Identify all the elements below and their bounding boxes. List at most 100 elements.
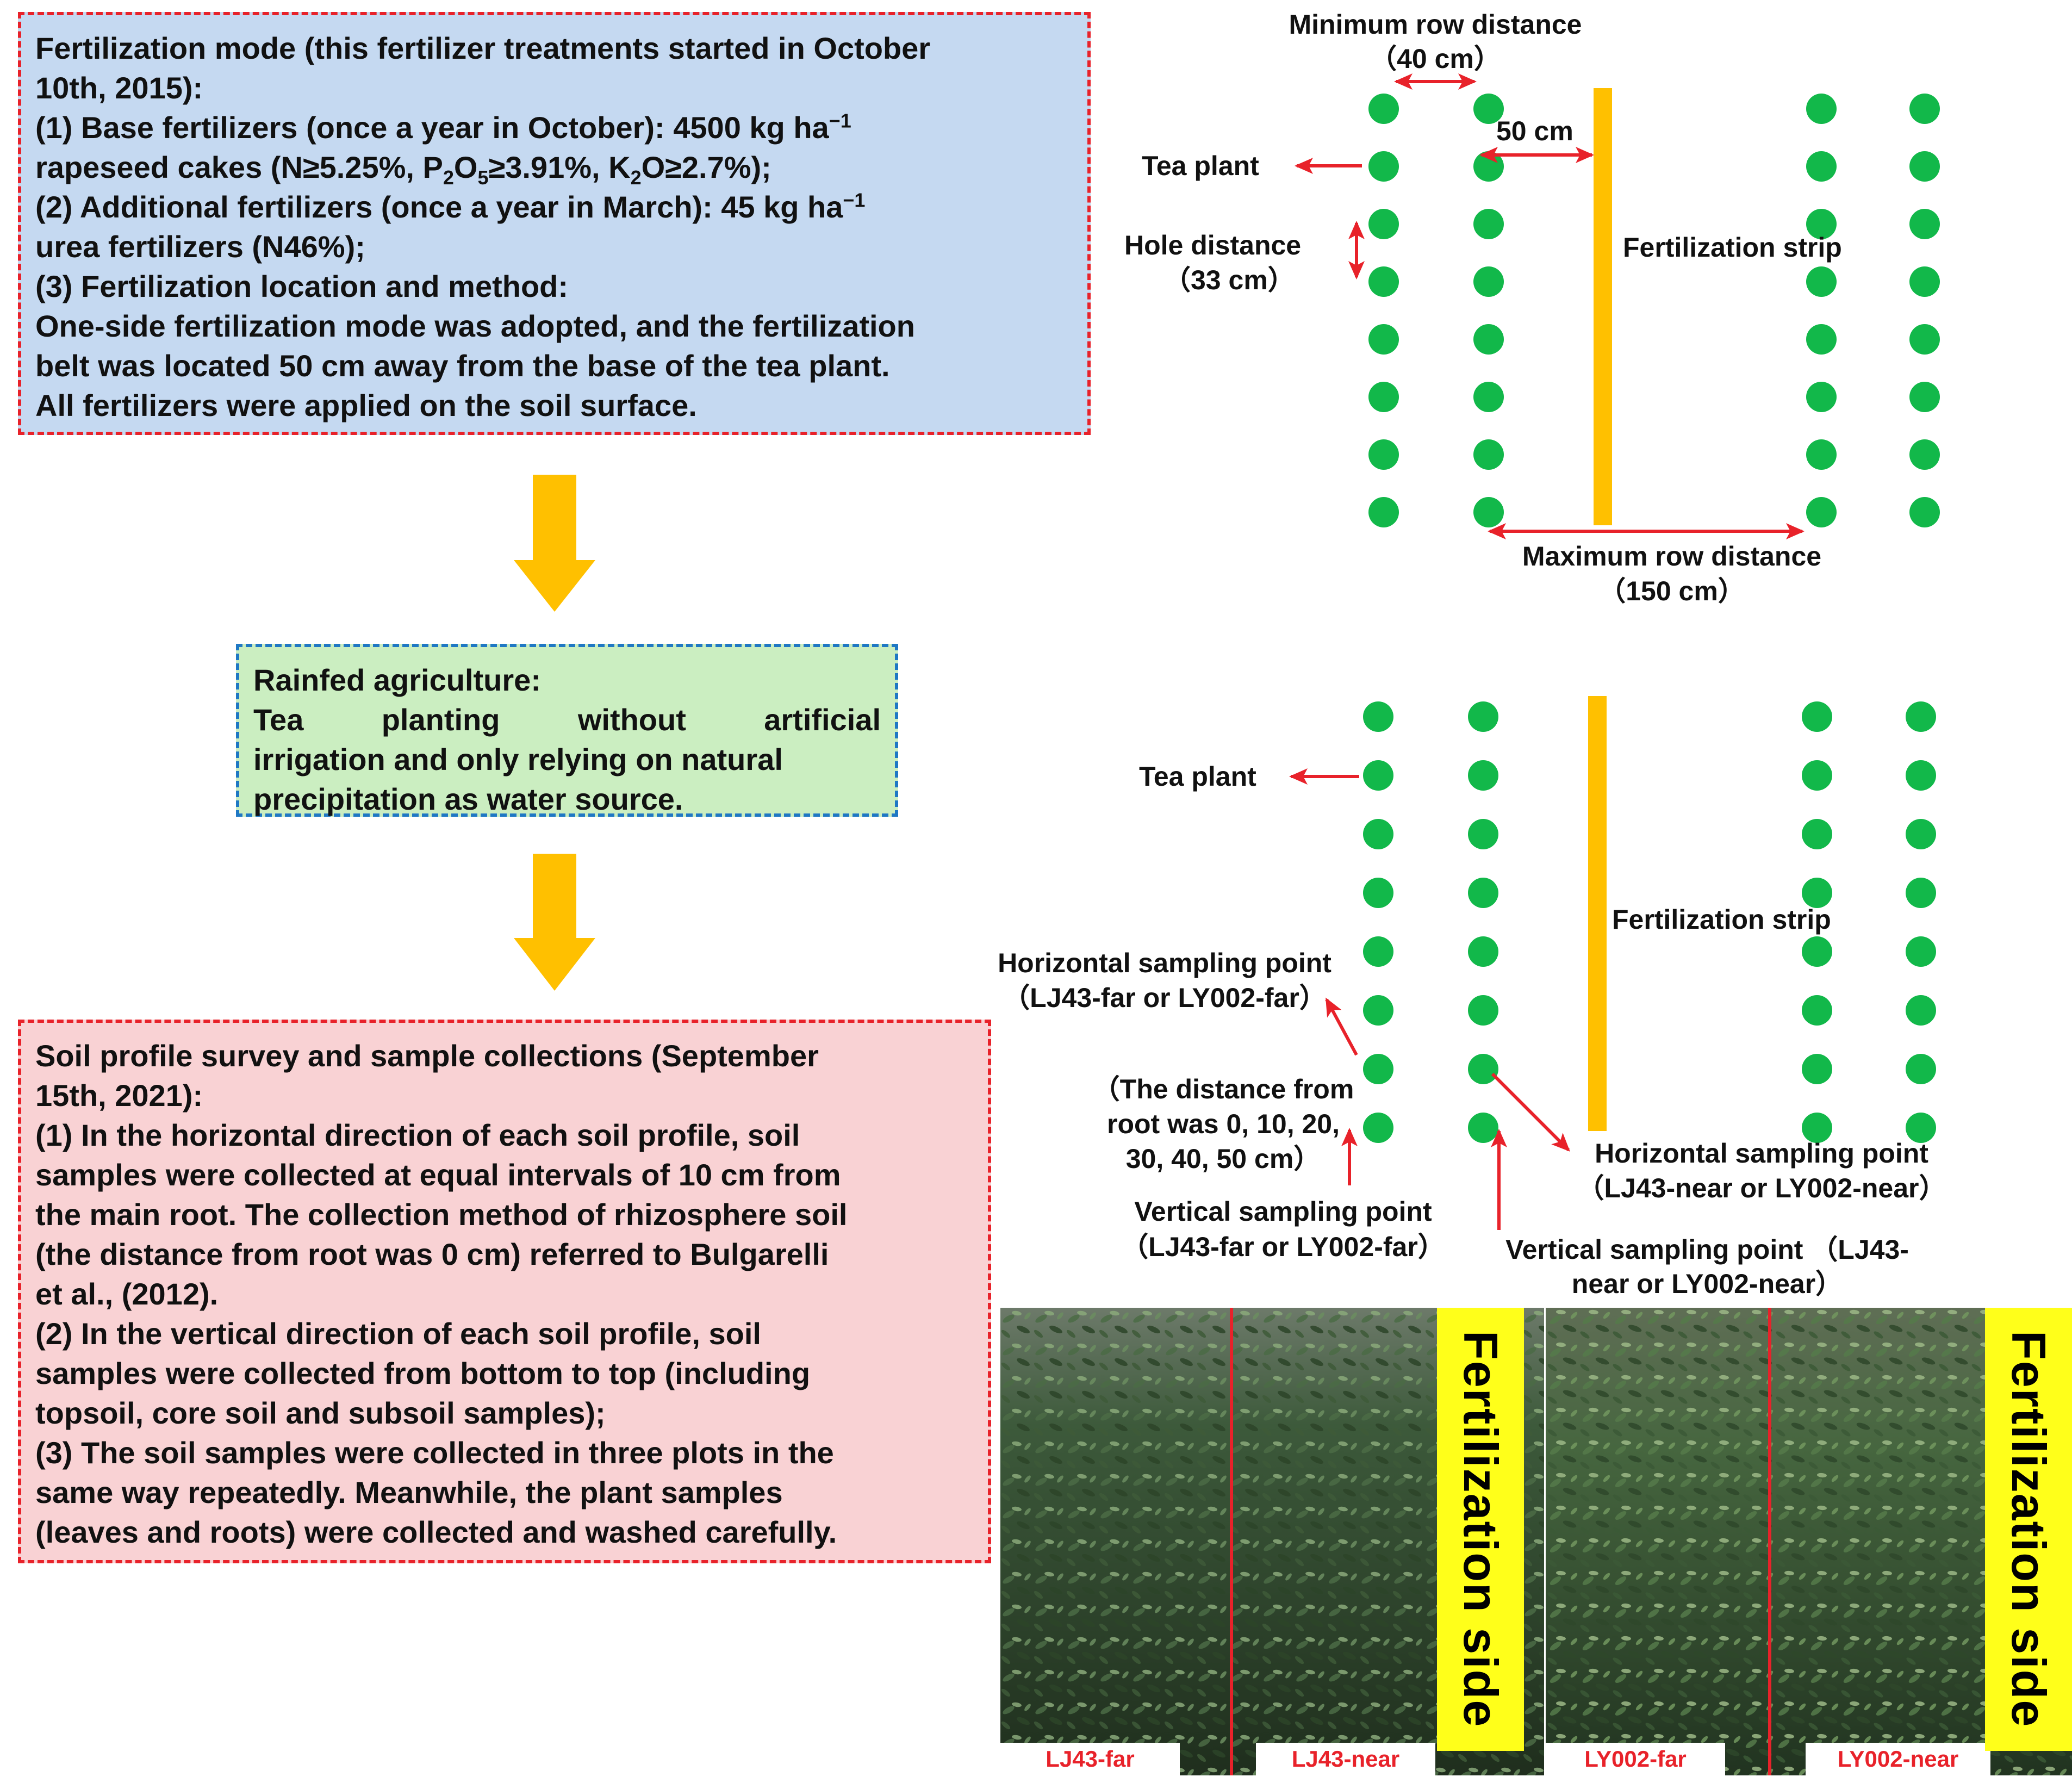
top-plant-dot [1806, 497, 1837, 527]
top-plant-dot [1473, 324, 1504, 355]
fert-line-10: All fertilizers were applied on the soil… [35, 388, 697, 423]
rain-line-2: Tea planting without artificial [253, 703, 881, 737]
bottom-plant-dot [1363, 819, 1393, 849]
fert-line-4: rapeseed cakes (N≥5.25%, P2O5≥3.91%, K2O… [35, 150, 771, 189]
soil-line-8: (2) In the vertical direction of each so… [35, 1316, 761, 1351]
top-plant-dot [1473, 382, 1504, 412]
flow-arrow-2 [514, 854, 595, 991]
top-plant-dot [1806, 94, 1837, 124]
soil-line-10: topsoil, core soil and subsoil samples); [35, 1396, 606, 1430]
min-row-label: Minimum row distance [1289, 9, 1582, 40]
bottom-plant-dot [1802, 878, 1832, 908]
hole-distance-value: （33 cm） [1163, 265, 1295, 295]
bottom-strip-label: Fertilization strip [1612, 904, 1831, 935]
bottom-plant-dot [1802, 936, 1832, 967]
soil-line-1: Soil profile survey and sample collectio… [35, 1039, 819, 1073]
bottom-plant-dot [1468, 1113, 1498, 1143]
bottom-plant-dot [1802, 1054, 1832, 1084]
fert-line-1: Fertilization mode (this fertilizer trea… [35, 31, 931, 65]
photo-tag-lj43-near: LJ43-near [1256, 1743, 1435, 1775]
top-plant-dot [1806, 209, 1837, 239]
top-plant-dot [1806, 266, 1837, 297]
photo-tag-ly002-near: LY002-near [1806, 1743, 1990, 1775]
fert-line-7: (3) Fertilization location and method: [35, 269, 568, 303]
soil-line-13: (leaves and roots) were collected and wa… [35, 1515, 837, 1549]
vert-near-label-2: near or LY002-near） [1572, 1269, 1843, 1299]
rain-line-4: precipitation as water source. [253, 782, 683, 816]
bottom-plant-dot [1363, 936, 1393, 967]
bottom-plant-dot [1906, 878, 1936, 908]
top-plant-dot [1368, 439, 1399, 470]
top-plant-dot [1806, 439, 1837, 470]
bottom-plant-dot [1468, 1054, 1498, 1084]
top-plant-dot [1806, 324, 1837, 355]
horiz-near-label-1: Horizontal sampling point [1595, 1138, 1928, 1169]
bottom-plant-dot [1906, 1113, 1936, 1143]
top-plant-dot [1473, 266, 1504, 297]
max-row-label: Maximum row distance [1522, 541, 1821, 571]
soil-line-3: (1) In the horizontal direction of each … [35, 1118, 800, 1152]
flow-arrow-1 [514, 475, 595, 612]
top-plant-dot [1473, 94, 1504, 124]
horiz-far-arrow [1325, 997, 1358, 1056]
bottom-plant-dot [1802, 701, 1832, 732]
soil-line-12: same way repeatedly. Meanwhile, the plan… [35, 1475, 783, 1509]
rain-line-3: irrigation and only relying on natural [253, 742, 783, 776]
horiz-near-arrow [1491, 1072, 1570, 1152]
top-plant-dot [1909, 266, 1940, 297]
bottom-plant-dots [1363, 701, 1936, 1143]
bottom-plant-dot [1906, 1054, 1936, 1084]
soil-profile-box: Soil profile survey and sample collectio… [18, 1020, 991, 1563]
tea-plant-label-bottom: Tea plant [1139, 761, 1256, 792]
photo-tag-lj43-far: LJ43-far [1000, 1743, 1180, 1775]
photo-ly002: LY002-far LY002-near [1546, 1308, 2072, 1775]
fertilization-side-banner-right: Fertilization side [1985, 1308, 2072, 1751]
tea-field-photo-ly002 [1546, 1308, 2072, 1775]
top-plant-dot [1368, 266, 1399, 297]
photo-tag-ly002-far: LY002-far [1546, 1743, 1725, 1775]
vert-far-label-2: （LJ43-far or LY002-far） [1121, 1232, 1445, 1262]
bottom-plant-dot [1906, 936, 1936, 967]
tea-plant-label-top: Tea plant [1142, 151, 1259, 181]
top-plant-dot [1473, 439, 1504, 470]
bottom-plant-dot [1468, 878, 1498, 908]
bottom-plant-dot [1363, 1054, 1393, 1084]
bottom-plant-dot [1802, 760, 1832, 791]
horiz-far-label-1: Horizontal sampling point [998, 948, 1331, 978]
vert-far-label-1: Vertical sampling point [1134, 1196, 1432, 1227]
soil-line-5: the main root. The collection method of … [35, 1197, 848, 1232]
bottom-plant-dot [1468, 701, 1498, 732]
bottom-plant-dot [1802, 1113, 1832, 1143]
hole-distance-label: Hole distance [1124, 230, 1301, 260]
fert-line-5: (2) Additional fertilizers (once a year … [35, 189, 866, 224]
top-plant-dot [1909, 439, 1940, 470]
soil-line-7: et al., (2012). [35, 1277, 219, 1311]
top-plant-dot [1909, 151, 1940, 182]
bottom-plant-dot [1906, 995, 1936, 1026]
top-plant-dot [1368, 94, 1399, 124]
top-strip-label: Fertilization strip [1623, 232, 1842, 263]
bottom-plant-dot [1468, 819, 1498, 849]
top-plant-dot [1909, 324, 1940, 355]
bottom-plant-dot [1468, 760, 1498, 791]
banner-text-left: Fertilization side [1454, 1331, 1508, 1728]
bottom-plant-dot [1363, 1113, 1393, 1143]
top-plant-dot [1806, 151, 1837, 182]
dist-50-label: 50 cm [1496, 116, 1573, 146]
soil-line-11: (3) The soil samples were collected in t… [35, 1436, 834, 1470]
rainfed-agriculture-box: Rainfed agriculture: Tea planting withou… [236, 644, 898, 817]
bottom-plant-dot [1363, 760, 1393, 791]
top-plant-dot [1368, 324, 1399, 355]
top-plant-dot [1909, 94, 1940, 124]
soil-line-4: samples were collected at equal interval… [35, 1158, 841, 1192]
horiz-far-label-2: （LJ43-far or LY002-far） [1003, 983, 1327, 1013]
top-fertilization-strip [1594, 88, 1612, 525]
fert-line-2: 10th, 2015): [35, 71, 203, 105]
fert-line-6: urea fertilizers (N46%); [35, 229, 365, 264]
bottom-plant-dot [1468, 936, 1498, 967]
bottom-plant-dot [1906, 819, 1936, 849]
bottom-plant-dot [1906, 760, 1936, 791]
distance-label-2: root was 0, 10, 20, [1107, 1109, 1340, 1139]
min-row-value: （40 cm） [1370, 44, 1501, 74]
